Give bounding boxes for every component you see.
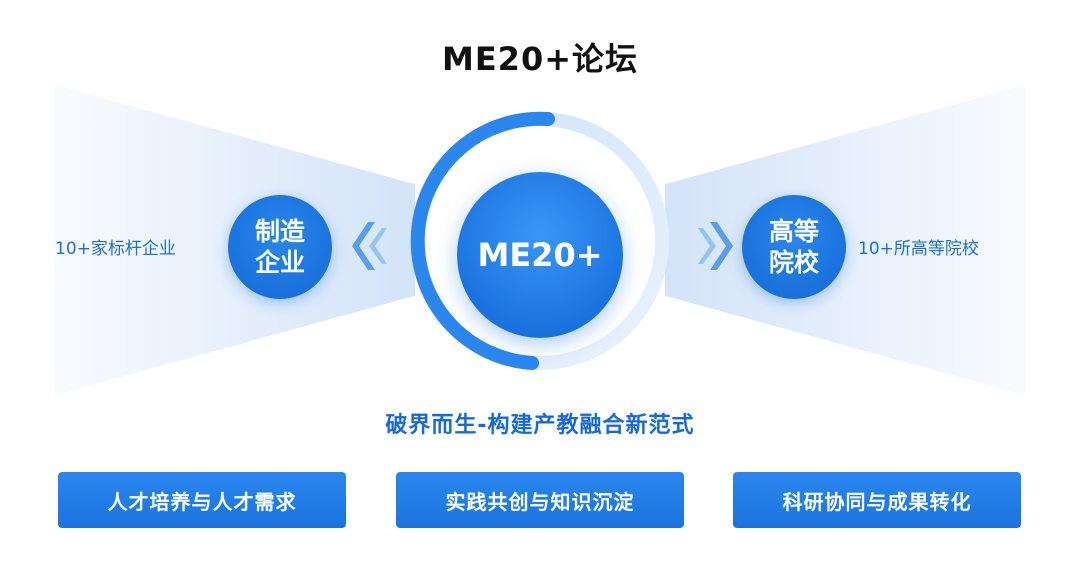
page-title: ME20+论坛 [441,40,639,78]
enterprise-count-label: 10+家标杆企业 [55,239,176,259]
pillar-research: 科研协同与成果转化 [733,472,1021,528]
enterprise-node-line2: 企业 [254,248,305,277]
left-chevrons-icon [352,222,387,270]
me20-center-node: ME20+ [457,172,623,338]
university-node: 高等 院校 [742,195,846,299]
university-node-line2: 院校 [768,248,819,277]
center-ring-decoration [410,111,669,370]
university-count-label: 10+所高等院校 [858,239,979,259]
pillar-practice: 实践共创与知识沉淀 [396,472,684,528]
manufacturing-enterprise-node: 制造 企业 [228,195,332,299]
pillar-talent: 人才培养与人才需求 [58,472,346,528]
tagline: 破界而生-构建产教融合新范式 [385,413,695,438]
right-chevrons-icon [698,222,733,270]
university-node-line1: 高等 [768,217,819,246]
enterprise-node-line1: 制造 [254,217,305,246]
